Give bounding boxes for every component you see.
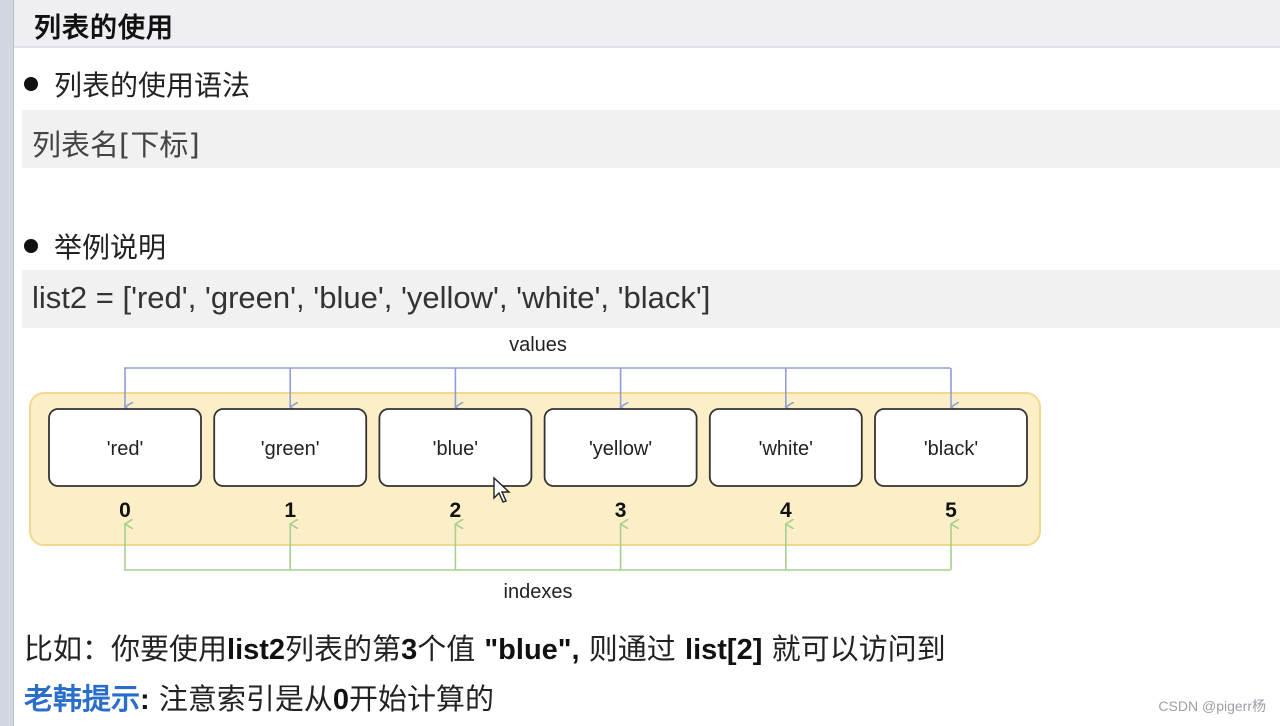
example-bold-index: list[2] (685, 634, 763, 666)
tip-label: 老韩提示 (24, 682, 141, 716)
tip-text-2: 开始计算的 (349, 682, 495, 716)
syntax-heading-text: 列表的使用语法 (54, 69, 251, 102)
values-label: values (509, 334, 567, 356)
example-code-box: list2 = ['red', 'green', 'blue', 'yellow… (22, 270, 1280, 328)
example-text-1: 比如：你要使用 (24, 632, 228, 666)
cell-value: 'green' (261, 438, 320, 460)
cell-value: 'red' (107, 438, 144, 460)
tip-colon: : (140, 684, 150, 716)
list-cell (874, 408, 1028, 487)
syntax-code-box: 列表名[下标] (22, 110, 1280, 168)
left-margin-bar (0, 0, 14, 726)
title-bar: 列表的使用 (14, 0, 1280, 48)
example-text-4: 则通过 (579, 632, 686, 666)
cell-index: 0 (119, 499, 131, 522)
example-bold-blue: "blue", (484, 634, 580, 666)
cell-value: 'blue' (433, 438, 478, 460)
cell-value: 'yellow' (589, 438, 652, 460)
indexes-label: indexes (504, 581, 573, 603)
mouse-cursor-icon (493, 476, 511, 503)
syntax-code: 列表名[下标] (32, 128, 200, 162)
tip-bold-zero: 0 (332, 684, 350, 716)
example-heading: 举例说明 (24, 226, 166, 266)
example-sentence: 比如：你要使用list2列表的第3个值 "blue", 则通过 list[2] … (24, 626, 946, 668)
syntax-heading: 列表的使用语法 (24, 64, 250, 104)
example-heading-text: 举例说明 (54, 231, 167, 264)
bullet-icon (24, 77, 38, 91)
tip-text-1: 注意索引是从 (149, 682, 333, 716)
cell-index: 3 (615, 499, 627, 522)
cell-value: 'white' (759, 438, 813, 460)
list-cell (708, 408, 863, 487)
list-cell (213, 408, 368, 487)
example-text-5: 就可以访问到 (762, 632, 946, 666)
example-text-2: 列表的第 (285, 632, 402, 666)
cell-index: 1 (284, 499, 296, 522)
tip-line: 老韩提示: 注意索引是从0开始计算的 (24, 676, 494, 718)
list-cell (48, 408, 202, 487)
watermark: CSDN @pigerr杨 (1158, 698, 1266, 714)
page-title: 列表的使用 (34, 13, 174, 44)
cell-index: 2 (450, 499, 462, 522)
example-bold-3: 3 (401, 634, 418, 666)
list-cell (543, 408, 698, 487)
cell-index: 4 (780, 499, 792, 522)
example-text-3: 个值 (417, 632, 485, 666)
bullet-icon (24, 239, 38, 253)
cell-value: 'black' (924, 438, 978, 460)
example-code: list2 = ['red', 'green', 'blue', 'yellow… (32, 280, 711, 315)
example-bold-list2: list2 (227, 634, 286, 666)
list-cell (378, 408, 533, 487)
cell-index: 5 (945, 499, 957, 522)
